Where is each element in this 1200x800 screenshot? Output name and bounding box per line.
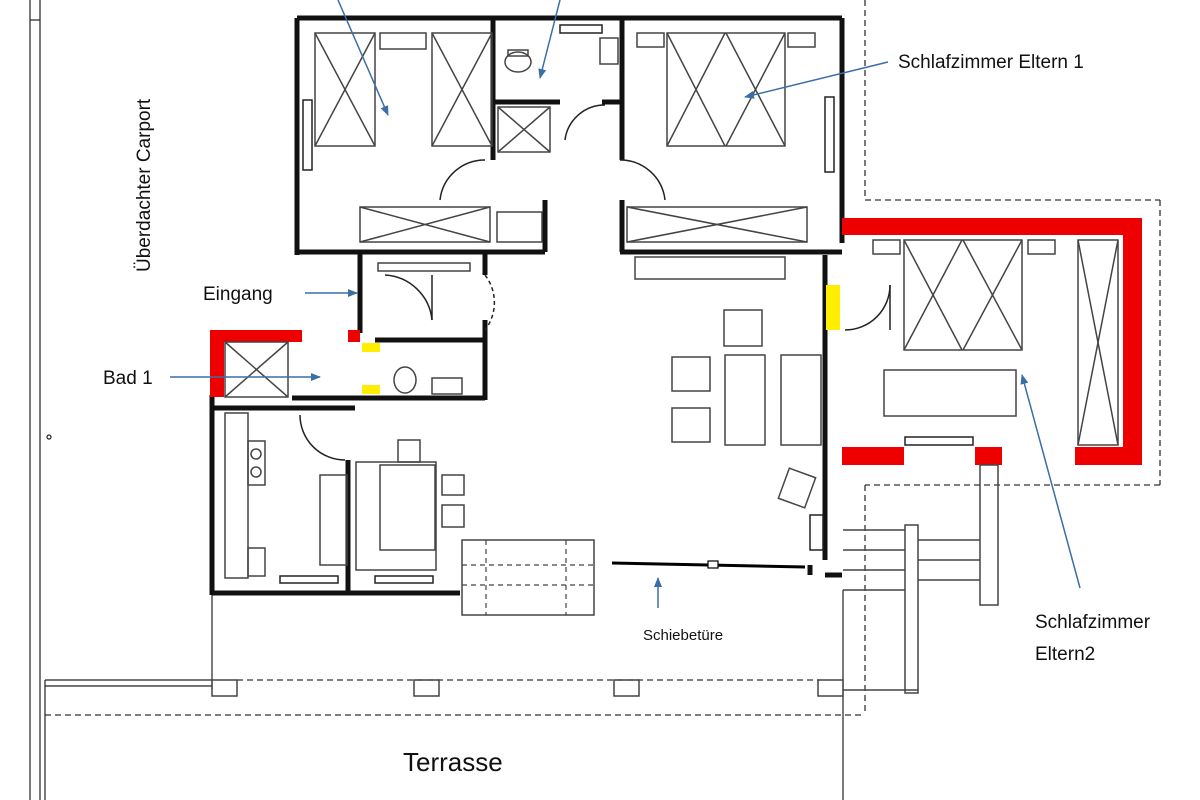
annotation-arrows <box>170 0 1081 608</box>
new-walls <box>210 218 1142 465</box>
dashed-boundary <box>45 0 1161 716</box>
label-terrasse: Terrasse <box>403 747 503 777</box>
sliding-door <box>462 540 806 615</box>
label-schiebetuere: Schiebetüre <box>643 627 723 644</box>
carport-outline <box>29 0 52 800</box>
label-carport: Überdachter Carport <box>134 98 155 272</box>
furniture <box>211 32 1119 697</box>
windows <box>279 24 974 584</box>
label-schlafzimmer-eltern2-line2: Eltern2 <box>1035 644 1095 665</box>
label-schlafzimmer-eltern1: Schlafzimmer Eltern 1 <box>898 52 1084 73</box>
door-highlights <box>362 285 840 394</box>
label-bad1: Bad 1 <box>103 368 153 389</box>
walls <box>209 15 845 596</box>
label-eingang: Eingang <box>203 284 273 305</box>
label-schlafzimmer-eltern2-line1: Schlafzimmer <box>1035 612 1151 633</box>
door-swings <box>299 104 891 461</box>
